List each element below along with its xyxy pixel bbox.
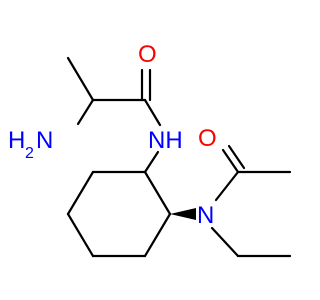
- molecule-diagram: H 2 N O NH O N: [8, 41, 292, 258]
- acetyl-double-bond: [221, 148, 240, 174]
- ring-bond: [66, 170, 95, 216]
- amine-subscript-label: 2: [25, 145, 34, 162]
- amide-n-carbonyl-bond: [143, 98, 162, 127]
- structure-canvas: H 2 N O NH O N: [8, 41, 292, 258]
- n-ethyl-bond: [210, 226, 240, 258]
- acetyl-double-bond: [227, 144, 246, 170]
- alpha-methyl-bond: [66, 56, 95, 102]
- amide-nh-label: NH: [148, 127, 183, 154]
- carbonyl-o-label: O: [138, 41, 157, 68]
- tertiary-n-label: N: [197, 202, 214, 229]
- amine-n-label: N: [36, 127, 53, 154]
- wedge-bond: [170, 208, 196, 220]
- ring-to-amide-n-bond: [143, 150, 160, 174]
- n-acetyl-bond: [214, 170, 240, 202]
- ring-bond: [143, 212, 172, 258]
- ring-bond: [143, 170, 172, 216]
- acetyl-o-label: O: [198, 125, 217, 152]
- alpha-amine-bond: [76, 98, 95, 126]
- ring-bond: [66, 212, 95, 258]
- amine-h-label: H: [8, 127, 25, 154]
